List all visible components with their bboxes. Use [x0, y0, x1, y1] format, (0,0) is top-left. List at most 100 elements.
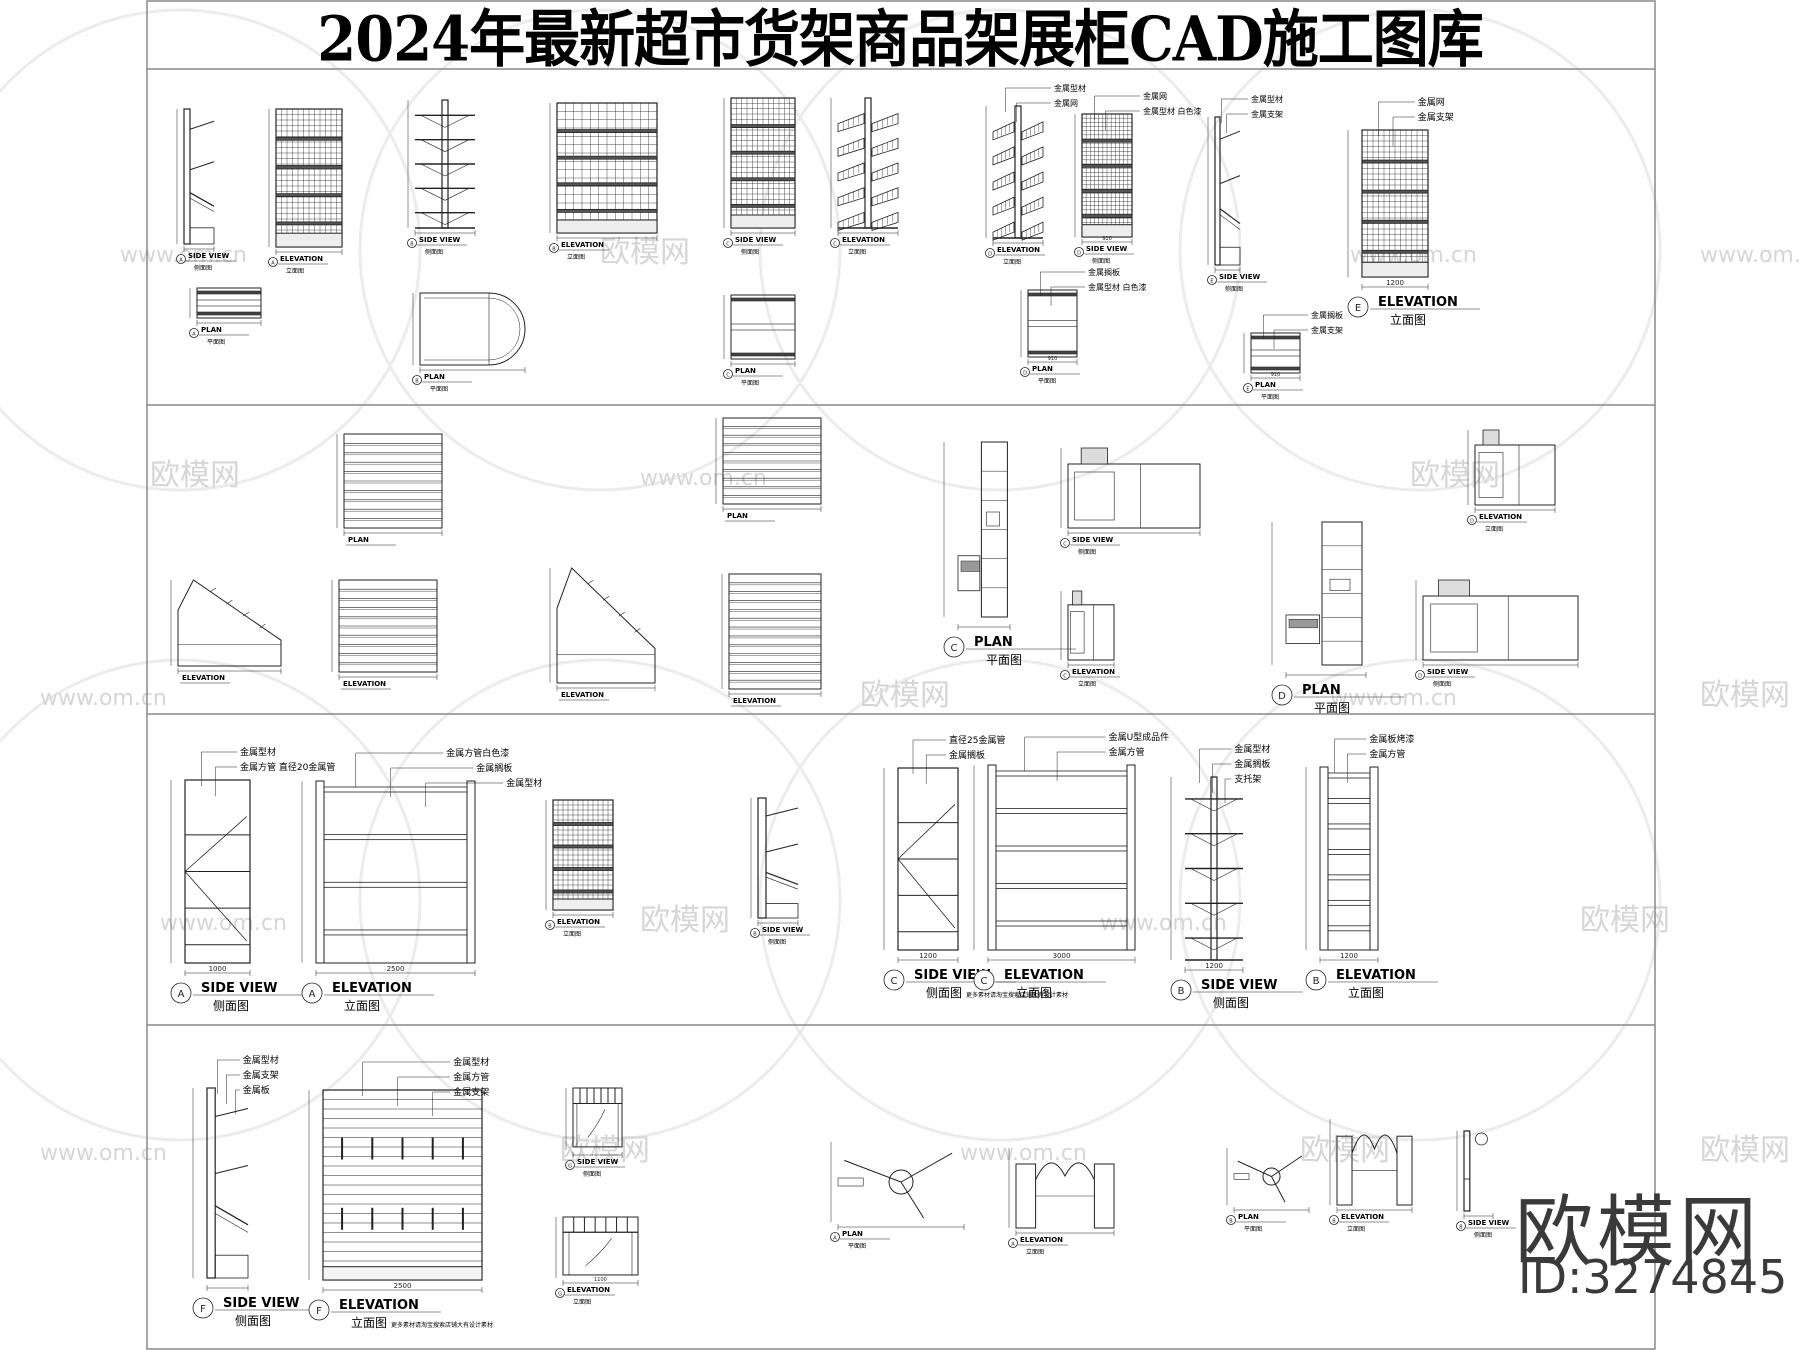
view-tag-letter: B — [548, 924, 552, 930]
view-subtitle: 平面图 — [741, 380, 759, 387]
view-tag-letter: C — [1063, 542, 1067, 548]
outline — [1027, 320, 1078, 327]
view-subtitle: 侧面图 — [1225, 285, 1243, 293]
view-tag-letter: A — [192, 332, 196, 338]
watermark-site-faint: www.om.cn — [1100, 911, 1227, 936]
drawing-frame — [146, 0, 1656, 1350]
line — [1213, 937, 1238, 951]
view-tag-letter: C — [981, 976, 988, 987]
view-tag-letter: G — [558, 1292, 562, 1298]
view-tag-circle — [1271, 684, 1293, 706]
view-tag-letter: B — [552, 247, 556, 253]
outline — [552, 844, 614, 849]
dimension-width: 2500 — [394, 1282, 412, 1290]
outline — [562, 1231, 639, 1276]
outline — [466, 780, 476, 964]
view-title: ELEVATION — [343, 680, 386, 688]
basket — [1021, 171, 1044, 191]
view-tag-circle — [1074, 247, 1084, 257]
sheet-border — [146, 0, 1656, 1350]
outline — [196, 299, 262, 307]
view-subtitle: 平面图 — [1314, 701, 1350, 715]
watermark-arc — [0, 8, 422, 492]
view-subtitle: 侧面图 — [1213, 996, 1249, 1010]
outline — [1072, 590, 1083, 606]
watermark-site-faint: www.om.cn — [40, 686, 167, 711]
outline — [556, 208, 658, 213]
outline — [1074, 471, 1115, 521]
outline — [987, 764, 997, 951]
line — [259, 623, 266, 629]
outline — [730, 323, 796, 331]
view-tag-letter: D — [1470, 519, 1474, 525]
view-tag-circle — [407, 238, 417, 248]
note-text: 更多素材请淘宝搜索店铺大有设计素材 — [966, 991, 1068, 999]
line — [1213, 903, 1238, 916]
watermark-site-faint: www.om.cn — [960, 1141, 1087, 1166]
outline — [1327, 823, 1371, 830]
view-title: ELEVATION — [182, 674, 225, 682]
basket — [871, 187, 899, 207]
outline — [1093, 1163, 1115, 1229]
line — [1190, 903, 1215, 916]
view-tag-letter: B — [410, 242, 414, 248]
line — [1219, 175, 1241, 185]
basket — [837, 162, 865, 182]
view-tag-letter: D — [988, 252, 992, 258]
view-subtitle: 立面图 — [1485, 525, 1503, 533]
watermark-brand-faint: 欧模网 — [1700, 1133, 1790, 1168]
watermark-arc — [758, 658, 1242, 1142]
callout-label: 金属型材 — [240, 746, 276, 758]
outline — [275, 232, 343, 248]
view-title: ELEVATION — [997, 246, 1040, 254]
dimension-width: 3000 — [1053, 952, 1071, 960]
outline — [1067, 604, 1115, 661]
line — [209, 587, 217, 593]
view-subtitle: 立面图 — [286, 267, 304, 275]
drawing-elevation: ELEVATION — [721, 573, 822, 707]
outline — [757, 797, 767, 919]
outline — [957, 555, 981, 592]
watermark-site-faint: www.om.cn — [40, 1141, 167, 1166]
outline — [1027, 292, 1078, 297]
view-subtitle: 侧面图 — [235, 1314, 271, 1328]
callout-label: 金属方管 直径20金属管 — [240, 761, 335, 773]
view-subtitle: 立面图 — [1347, 1225, 1365, 1233]
line — [444, 139, 470, 152]
view-tag-circle — [1207, 275, 1217, 285]
view-tag-circle — [1060, 538, 1070, 548]
view-subtitle: 平面图 — [1261, 394, 1279, 401]
line — [189, 192, 215, 207]
drawing-plan: PLAN — [336, 433, 443, 546]
outline — [728, 573, 822, 690]
view-subtitle: 平面图 — [207, 339, 225, 346]
line — [214, 1205, 249, 1226]
outline — [1250, 335, 1301, 340]
line — [618, 612, 625, 617]
view-tag-letter: A — [179, 258, 183, 264]
outline — [562, 1216, 639, 1233]
view-tag-letter: D — [1418, 674, 1422, 680]
line — [184, 871, 248, 942]
view-subtitle: 侧面图 — [1433, 680, 1451, 688]
basket — [837, 113, 865, 133]
view-tag-circle — [1060, 670, 1070, 680]
outline — [730, 177, 796, 182]
drawing-elevation: ELEVATION — [170, 579, 282, 684]
outline — [1478, 452, 1504, 498]
watermark-site-faint: www.om.cn — [1330, 686, 1457, 711]
callout-label: 支托架 — [1234, 773, 1261, 785]
line — [1213, 833, 1238, 846]
basket — [1021, 121, 1044, 141]
view-title: PLAN — [1032, 365, 1053, 373]
callout-label: 金属网 — [1418, 96, 1445, 108]
